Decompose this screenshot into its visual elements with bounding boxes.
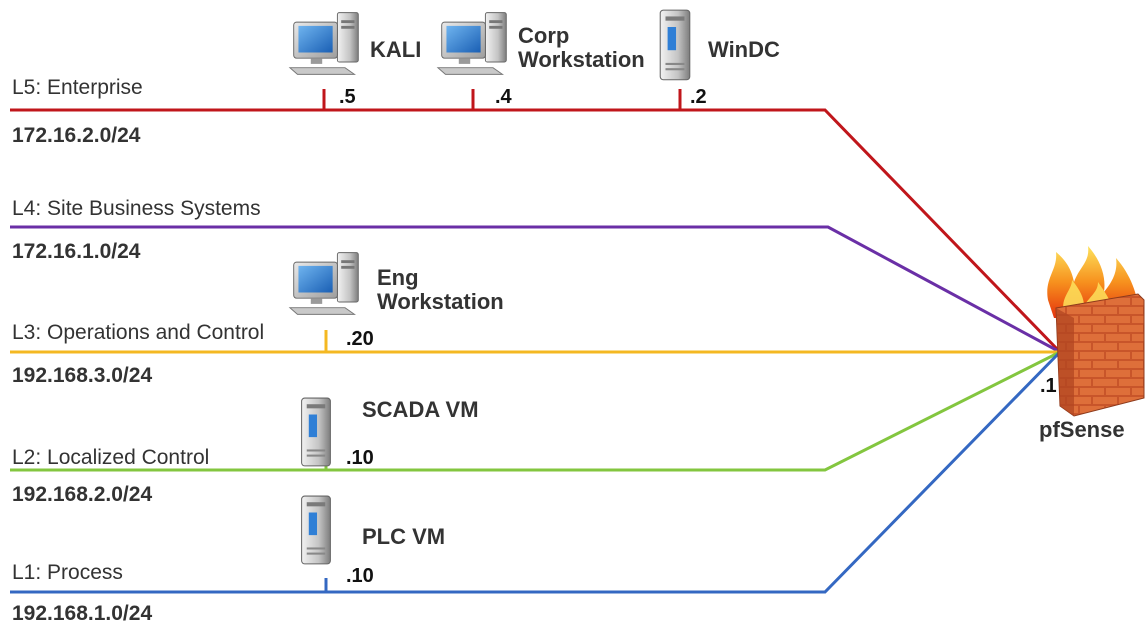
layer-label-l5: L5: Enterprise [12,76,143,99]
subnet-l1: 192.168.1.0/24 [12,602,153,625]
device-name-corp-line1: Corp [518,23,570,48]
desktop-computer-icon [289,12,359,75]
octet-scada: .10 [346,447,374,469]
octet-eng: .20 [346,328,374,350]
subnet-l2: 192.168.2.0/24 [12,483,153,506]
l5-network-line [10,108,1062,354]
layer-label-l4: L4: Site Business Systems [12,197,261,220]
subnet-l5: 172.16.2.0/24 [12,124,141,147]
device-name-windc: WinDC [708,37,780,62]
device-name-kali: KALI [370,37,422,62]
octet-corp: .4 [495,86,512,108]
device-name-eng-line1: Eng [377,265,419,290]
subnet-l3: 192.168.3.0/24 [12,364,153,387]
device-name-corp-line2: Workstation [518,47,645,72]
octet-firewall: .1 [1040,375,1057,397]
octet-windc: .2 [690,86,707,108]
octet-plc: .10 [346,565,374,587]
l2-network-line [10,350,1061,472]
l4-network-line [10,225,1061,354]
device-name-eng-line2: Workstation [377,289,504,314]
desktop-computer-icon [437,12,507,75]
device-name-eng: Eng Workstation [377,266,504,314]
layer-label-l2: L2: Localized Control [12,446,210,469]
layer-label-l1: L1: Process [12,561,123,584]
octet-kali: .5 [339,86,356,108]
server-tower-icon [301,495,331,565]
firewall-name: pfSense [1039,417,1125,442]
server-tower-icon [301,397,331,467]
subnet-l4: 172.16.1.0/24 [12,240,141,263]
firewall-icon [1047,246,1145,417]
server-tower-icon [659,9,691,81]
device-name-scada: SCADA VM [362,397,479,422]
l1-network-line [10,350,1062,594]
device-name-corp: Corp Workstation [518,24,645,72]
device-name-plc: PLC VM [362,524,446,549]
desktop-computer-icon [289,252,359,315]
layer-label-l3: L3: Operations and Control [12,321,265,344]
